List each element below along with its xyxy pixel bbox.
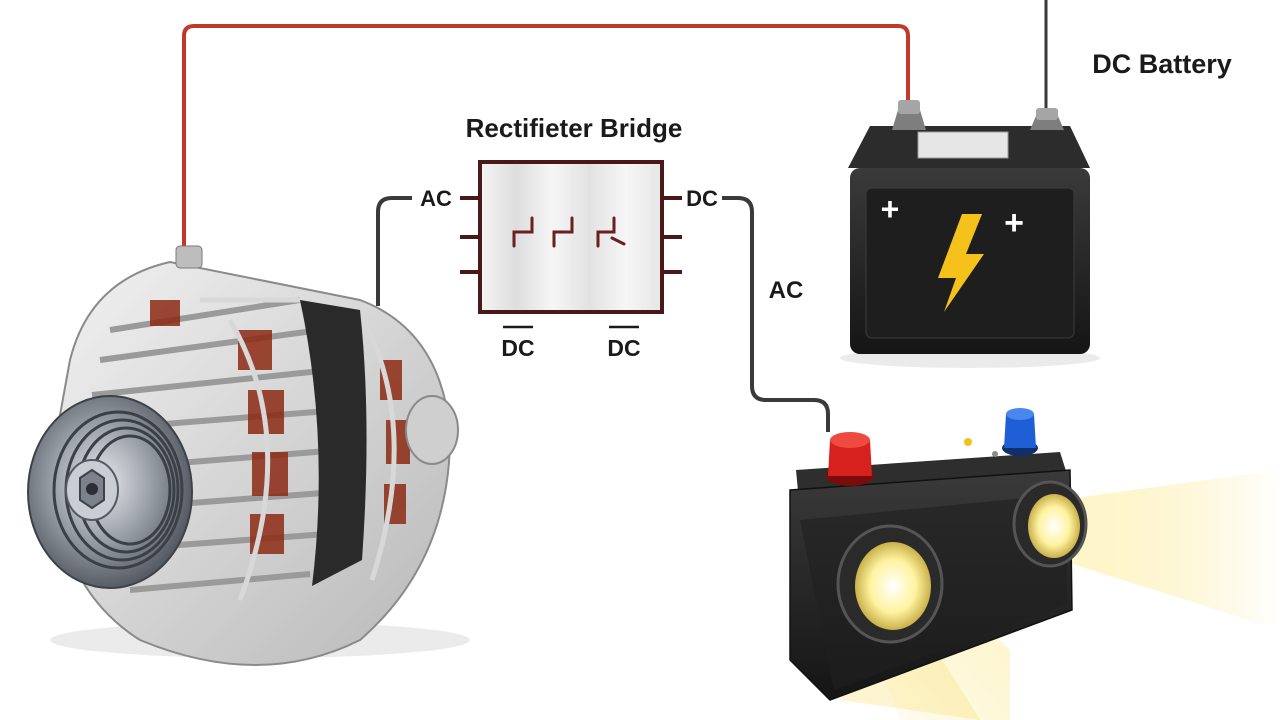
rear-cap: [405, 395, 459, 465]
blue-terminal-knob: [1002, 408, 1038, 456]
dc-battery-label: DC Battery: [1092, 49, 1232, 79]
pulley: [27, 395, 193, 589]
red-terminal-knob: [826, 432, 874, 486]
dc-battery: [840, 100, 1100, 368]
bridge-dc-bottom-right: DC: [607, 335, 640, 361]
alternator: [27, 245, 470, 666]
battery-terminal-right: [1030, 108, 1064, 130]
bridge-dc-output-label: DC: [686, 186, 718, 211]
rectifier-bridge: [460, 160, 682, 329]
stator-band: [300, 300, 367, 586]
bridge-pins: [460, 196, 682, 274]
bridge-box: [478, 160, 664, 314]
dc-output-wire: [722, 196, 830, 432]
battery-plus-left: +: [881, 191, 900, 227]
alternator-cage: [199, 297, 397, 601]
right-beam: [1060, 470, 1280, 630]
rectifier-bridge-title: Rectifieter Bridge: [466, 113, 683, 143]
red-wire: [182, 24, 910, 270]
indicator-dot-grey: [992, 451, 998, 457]
bridge-dc-bottom-left: DC: [501, 335, 534, 361]
ac-input-wire: [376, 196, 412, 306]
left-headlight: [836, 524, 944, 644]
right-headlight: [1012, 480, 1088, 568]
alternator-terminal: [175, 245, 203, 269]
battery-terminal-left: [892, 100, 926, 130]
battery-plus-right: +: [1004, 204, 1024, 242]
battery-label-plate: [917, 131, 1009, 159]
headlight-battery-unit: [789, 408, 1280, 720]
wire-ac-label: AC: [769, 277, 804, 304]
lightning-bolt-icon: [938, 214, 984, 312]
diode-symbols: [512, 216, 626, 248]
bridge-ac-input-label: AC: [420, 186, 452, 211]
indicator-dot-yellow: [964, 438, 972, 446]
